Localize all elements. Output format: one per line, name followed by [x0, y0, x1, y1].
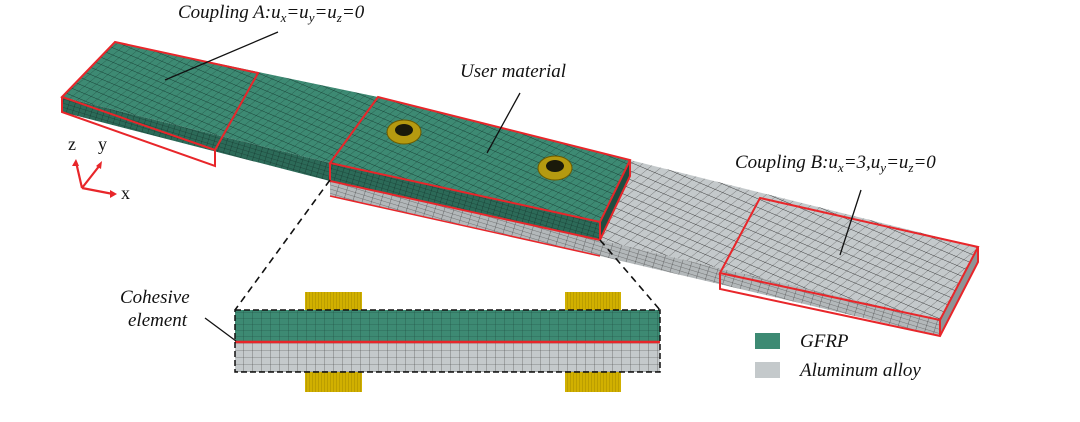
coupling-a-label: Coupling A:ux=uy=uz=0: [178, 2, 365, 25]
gfrp-strip: [60, 40, 632, 242]
axis-triad-icon: z y x: [68, 134, 130, 203]
legend-swatch-gfrp: [755, 333, 780, 349]
bolt-bottom-2: [565, 372, 621, 392]
legend: GFRP Aluminum alloy: [755, 331, 921, 381]
coupling-b-label: Coupling B:ux=3,uy=uz=0: [735, 152, 936, 175]
bolt-top-1: [305, 292, 362, 310]
axis-x-label: x: [121, 183, 130, 203]
cohesive-label-line2: element: [128, 310, 188, 331]
bolt-bottom-1: [305, 372, 362, 392]
axis-y-label: y: [98, 134, 107, 154]
bolt-top-2: [565, 292, 621, 310]
cohesive-label-line1: Cohesive: [120, 287, 190, 308]
legend-label-gfrp: GFRP: [800, 331, 849, 352]
cross-section-inset: [234, 292, 661, 392]
callout-lines: [234, 179, 661, 311]
axis-z-label: z: [68, 134, 76, 154]
legend-label-aluminum: Aluminum alloy: [798, 360, 921, 381]
legend-swatch-aluminum: [755, 362, 780, 378]
user-material-label: User material: [460, 61, 566, 82]
leader-lines: [164, 31, 862, 342]
